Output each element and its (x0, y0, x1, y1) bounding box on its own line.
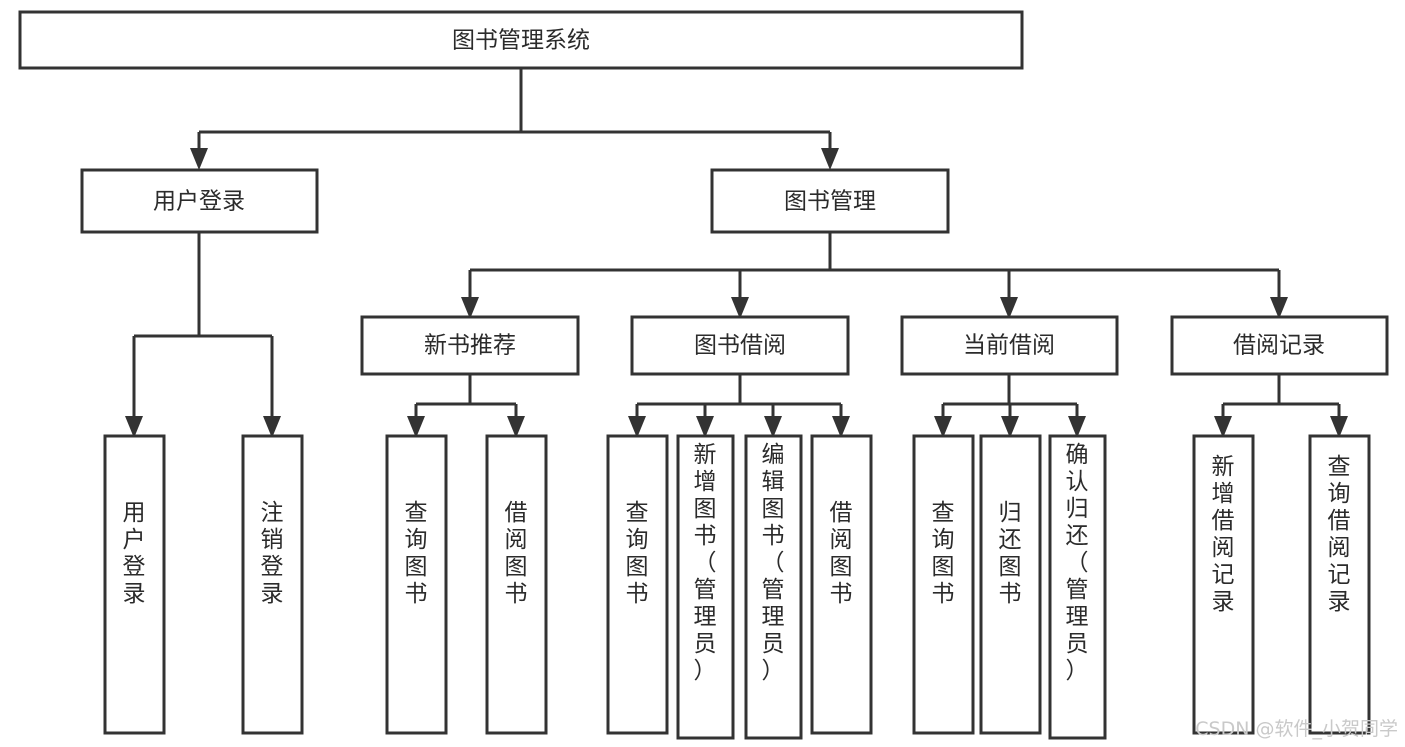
node-leaf-add-record-box[interactable] (1192, 434, 1255, 735)
node-leaf-edit-book[interactable]: 编辑图书（管理员） (744, 434, 803, 740)
node-book-management-box[interactable] (710, 168, 950, 234)
connector-group-book-borrow (628, 374, 850, 438)
node-leaf-add-record-label: 新增借阅记录 (1212, 454, 1235, 615)
node-leaf-add-book-box[interactable] (676, 434, 735, 740)
connector-group-new-book-recommend (407, 374, 525, 438)
node-book-management[interactable]: 图书管理 (710, 168, 950, 234)
node-current-borrow-box[interactable] (900, 315, 1119, 376)
node-leaf-borrow-book-2[interactable]: 借阅图书 (810, 434, 873, 735)
node-leaf-query-record-box[interactable] (1308, 434, 1371, 735)
node-root[interactable]: 图书管理系统 (18, 10, 1024, 70)
node-leaf-edit-book-label: 编辑图书（管理员） (762, 442, 785, 684)
node-leaf-confirm-return-label: 确认归还（管理员） (1066, 442, 1089, 684)
arrow-to-book-management (821, 148, 839, 170)
node-leaf-borrow-book-1-label: 借阅图书 (505, 500, 528, 607)
node-user-login-box[interactable] (80, 168, 319, 234)
connector-group-borrow-record (1214, 374, 1348, 438)
node-leaf-logout-login[interactable]: 注销登录 (241, 434, 304, 735)
node-leaf-confirm-return[interactable]: 确认归还（管理员） (1048, 434, 1107, 740)
node-current-borrow[interactable]: 当前借阅 (900, 315, 1119, 376)
node-book-management-label: 图书管理 (784, 189, 876, 215)
node-leaf-query-book-3-box[interactable] (912, 434, 975, 735)
node-leaf-query-book-1-box[interactable] (385, 434, 448, 735)
node-leaf-add-book-label: 新增图书（管理员） (694, 442, 717, 684)
node-leaf-user-login[interactable]: 用户登录 (103, 434, 166, 735)
node-borrow-record-label: 借阅记录 (1233, 333, 1325, 359)
node-leaf-query-record[interactable]: 查询借阅记录 (1308, 434, 1371, 735)
node-leaf-user-login-label: 用户登录 (123, 500, 146, 607)
node-leaf-return-book-box[interactable] (979, 434, 1042, 735)
node-leaf-borrow-book-1[interactable]: 借阅图书 (485, 434, 548, 735)
node-leaf-add-record[interactable]: 新增借阅记录 (1192, 434, 1255, 735)
connector-group-user-login (125, 232, 281, 438)
node-new-book-recommend-label: 新书推荐 (424, 333, 516, 359)
node-leaf-query-book-1[interactable]: 查询图书 (385, 434, 448, 735)
node-root-label: 图书管理系统 (452, 28, 590, 54)
node-new-book-recommend-box[interactable] (360, 315, 580, 376)
node-leaf-logout-login-box[interactable] (241, 434, 304, 735)
node-book-borrow-box[interactable] (630, 315, 850, 376)
connector-group-current-borrow (934, 374, 1086, 438)
connector-group-root (190, 68, 839, 170)
node-leaf-query-record-label: 查询借阅记录 (1328, 454, 1351, 615)
node-book-borrow-label: 图书借阅 (694, 333, 786, 359)
node-borrow-record-box[interactable] (1170, 315, 1389, 376)
node-leaf-query-book-2-box[interactable] (606, 434, 669, 735)
node-current-borrow-label: 当前借阅 (963, 333, 1055, 359)
node-book-borrow[interactable]: 图书借阅 (630, 315, 850, 376)
node-leaf-query-book-3[interactable]: 查询图书 (912, 434, 975, 735)
node-leaf-confirm-return-box[interactable] (1048, 434, 1107, 740)
node-borrow-record[interactable]: 借阅记录 (1170, 315, 1389, 376)
node-leaf-borrow-book-2-box[interactable] (810, 434, 873, 735)
connector-group-book-management (461, 232, 1288, 319)
node-leaf-add-book[interactable]: 新增图书（管理员） (676, 434, 735, 740)
watermark-label: CSDN @软件_小贺同学 (1195, 718, 1398, 740)
node-leaf-return-book-label: 归还图书 (999, 500, 1022, 607)
node-leaf-query-book-2[interactable]: 查询图书 (606, 434, 669, 735)
node-leaf-query-book-3-label: 查询图书 (932, 500, 955, 607)
node-new-book-recommend[interactable]: 新书推荐 (360, 315, 580, 376)
node-user-login[interactable]: 用户登录 (80, 168, 319, 234)
node-user-login-label: 用户登录 (153, 189, 245, 215)
node-leaf-borrow-book-2-label: 借阅图书 (830, 500, 853, 607)
node-leaf-return-book[interactable]: 归还图书 (979, 434, 1042, 735)
node-leaf-borrow-book-1-box[interactable] (485, 434, 548, 735)
node-root-box[interactable] (18, 10, 1024, 70)
node-leaf-query-book-2-label: 查询图书 (626, 500, 649, 607)
node-leaf-edit-book-box[interactable] (744, 434, 803, 740)
arrow-to-user-login (190, 148, 208, 170)
node-leaf-logout-login-label: 注销登录 (261, 500, 284, 607)
node-leaf-query-book-1-label: 查询图书 (405, 500, 428, 607)
node-leaf-user-login-box[interactable] (103, 434, 166, 735)
